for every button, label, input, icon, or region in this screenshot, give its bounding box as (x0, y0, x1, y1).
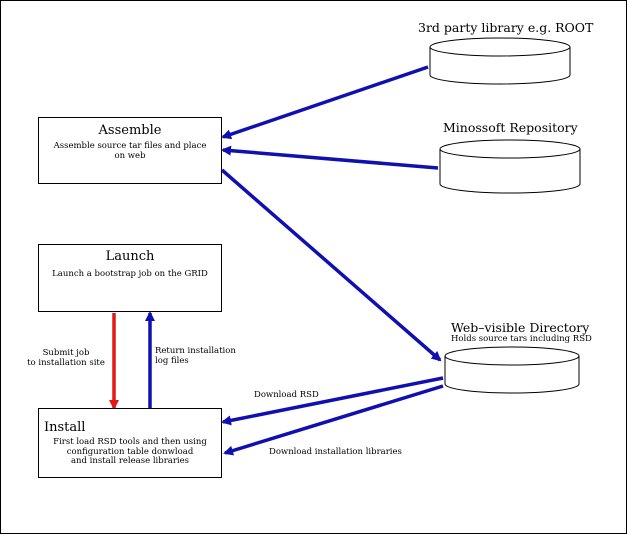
install-title: Install (44, 420, 86, 435)
launch-box: Launch Launch a bootstrap job on the GRI… (38, 244, 222, 312)
launch-description: Launch a bootstrap job on the GRID (39, 269, 221, 280)
arrow-web-to-install-libraries (223, 384, 444, 456)
assemble-title: Assemble (98, 123, 162, 138)
web-db-subtitle: Holds source tars including RSD (451, 334, 592, 344)
install-desc-line: configuration table donwload (66, 446, 194, 457)
arrow-root-to-assemble (221, 65, 429, 140)
launch-title: Launch (105, 249, 155, 264)
assemble-box: Assemble Assemble source tar files and p… (38, 117, 222, 184)
assemble-description: Assemble source tar files and place on w… (39, 141, 221, 161)
web-db-title: Web–visible Directory (451, 320, 590, 335)
return-installation-label: Return installation log files (155, 346, 236, 366)
db-cylinder-minossoft (439, 139, 581, 194)
install-box: Install First load RSD tools and then us… (38, 408, 222, 478)
root-db-title: 3rd party library e.g. ROOT (418, 20, 594, 35)
assemble-desc-line: Assemble source tar files and place (53, 141, 207, 151)
submit-job-line: to installation site (27, 358, 105, 368)
submit-job-label: Submit job to installation site (22, 348, 110, 368)
minossoft-db-title: Minossoft Repository (443, 120, 578, 135)
arrow-assemble-to-web (220, 168, 442, 362)
arrow-web-to-install-rsd (221, 376, 444, 426)
install-description: First load RSD tools and then using conf… (39, 437, 221, 467)
return-installation-line: Return installation (155, 346, 236, 356)
return-installation-line: log files (155, 356, 189, 366)
download-rsd-label: Download RSD (254, 390, 319, 400)
install-desc-line: and install release libraries (70, 456, 190, 466)
arrow-minossoft-to-assemble (221, 145, 439, 170)
download-libraries-label: Download installation libraries (269, 447, 402, 457)
db-cylinder-root (429, 37, 571, 85)
submit-job-line: Submit job (42, 348, 90, 358)
install-desc-line: First load RSD tools and then using (53, 437, 207, 447)
launch-desc-line: Launch a bootstrap job on the GRID (52, 269, 208, 279)
assemble-desc-line: on web (114, 150, 146, 161)
db-cylinder-web (444, 346, 580, 394)
